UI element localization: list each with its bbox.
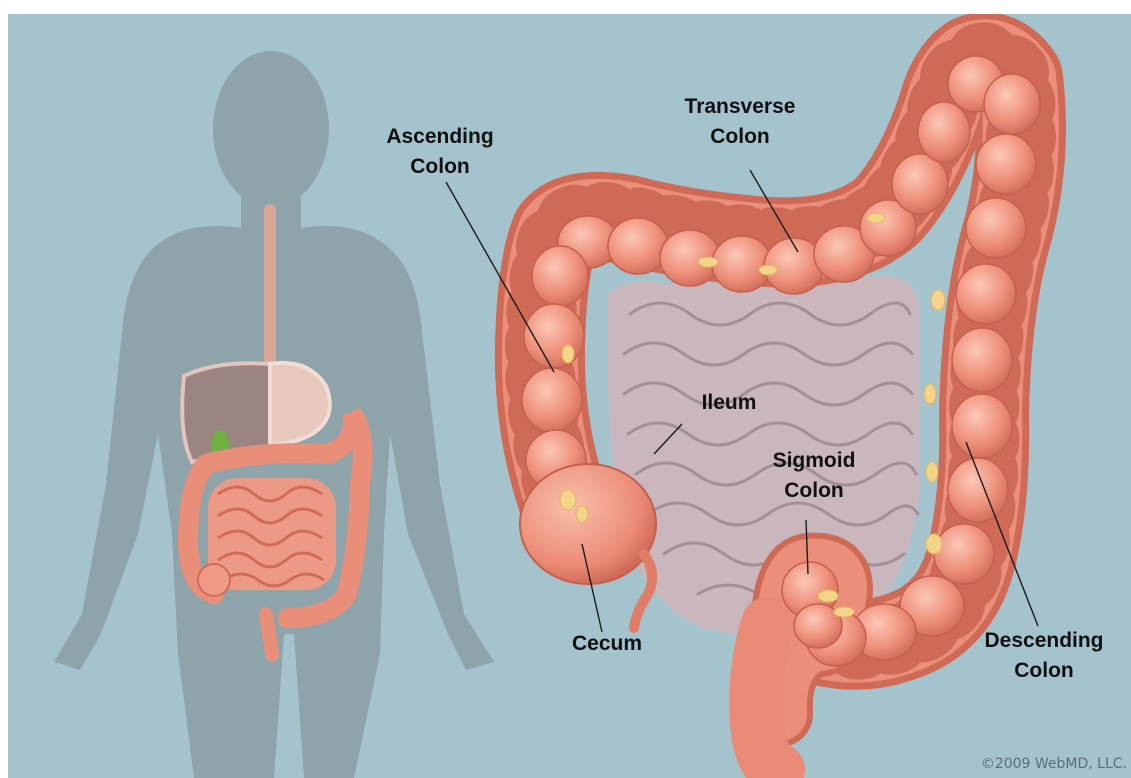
label-ascending-colon: Ascending Colon — [360, 122, 520, 182]
label-cecum: Cecum — [552, 629, 662, 659]
label-transverse-colon: Transverse Colon — [658, 92, 822, 152]
label-sigmoid-colon: Sigmoid Colon — [748, 446, 880, 506]
cecum-pouch — [520, 464, 656, 628]
label-ileum: Ileum — [684, 388, 774, 418]
illustration-panel: Ascending Colon Transverse Colon Ileum S… — [8, 14, 1131, 778]
copyright-notice: ©2009 WebMD, LLC. — [981, 756, 1127, 772]
label-descending-colon: Descending Colon — [962, 626, 1126, 686]
